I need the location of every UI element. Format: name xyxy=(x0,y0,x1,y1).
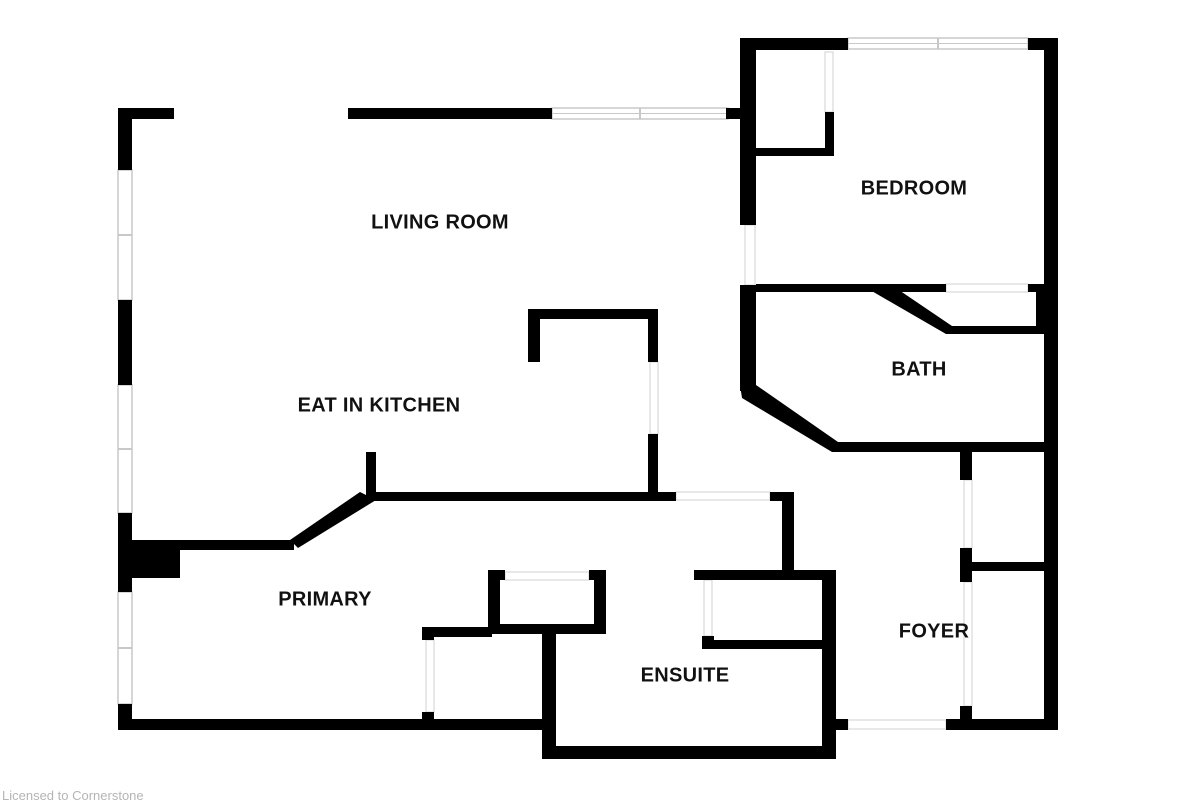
room-label-bath: BATH xyxy=(891,358,946,380)
license-credit: Licensed to Cornerstone xyxy=(2,788,144,803)
windows xyxy=(117,37,1029,730)
room-label-living-room: LIVING ROOM xyxy=(371,211,509,233)
room-labels: LIVING ROOM BEDROOM BATH EAT IN KITCHEN … xyxy=(278,177,969,686)
room-label-foyer: FOYER xyxy=(899,620,970,642)
walls xyxy=(118,38,1058,759)
room-label-bedroom: BEDROOM xyxy=(861,177,968,199)
room-label-primary: PRIMARY xyxy=(278,588,372,610)
room-label-eat-in-kitchen: EAT IN KITCHEN xyxy=(298,394,461,416)
room-label-ensuite: ENSUITE xyxy=(641,664,730,686)
